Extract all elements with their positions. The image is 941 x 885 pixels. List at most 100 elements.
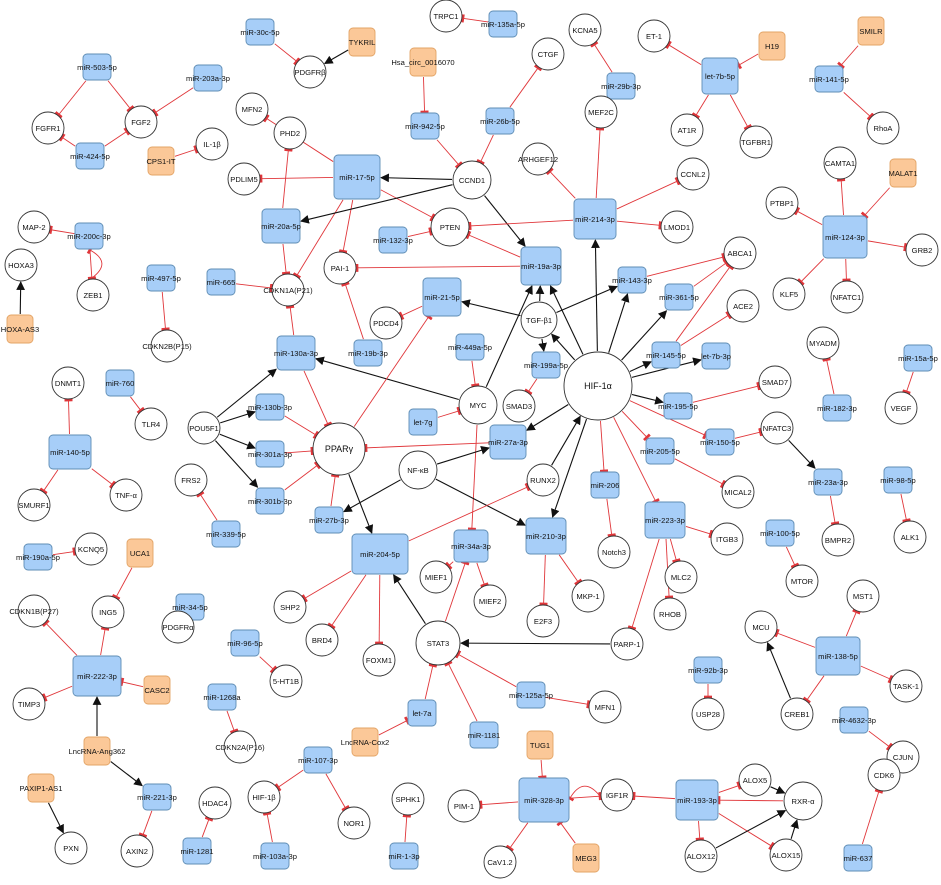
node-mir-17-5p[interactable]: miR-17-5p xyxy=(333,154,381,200)
node-runx2[interactable]: RUNX2 xyxy=(526,463,560,497)
node-arhgef12[interactable]: ARHGEF12 xyxy=(518,142,558,176)
node-hif-1α[interactable]: HIF-1α xyxy=(563,351,633,421)
node-mir-30c-5p[interactable]: miR-30c-5p xyxy=(240,18,280,46)
node-mir-140-5p[interactable]: miR-140-5p xyxy=(48,434,92,470)
node-meg3[interactable]: MEG3 xyxy=(572,843,600,873)
node-smurf1[interactable]: SMURF1 xyxy=(17,488,51,522)
node-cdkn2a-p16[interactable]: CDKN2A(P16) xyxy=(215,730,265,764)
node-rhob[interactable]: RHOB xyxy=(653,597,687,631)
node-trpc1[interactable]: TRPC1 xyxy=(429,0,463,33)
node-mir-100-5p[interactable]: miR-100-5p xyxy=(760,519,800,547)
node-smilr[interactable]: SMILR xyxy=(857,16,885,46)
node-pim-1[interactable]: PIM-1 xyxy=(447,789,481,823)
node-mir-222-3p[interactable]: miR-222-3p xyxy=(72,655,122,697)
node-mcu[interactable]: MCU xyxy=(744,610,778,644)
node-mir-4632-3p[interactable]: miR-4632-3p xyxy=(832,706,876,734)
node-mir-27b-3p[interactable]: miR-27b-3p xyxy=(309,506,349,534)
node-smad7[interactable]: SMAD7 xyxy=(758,365,792,399)
node-cdkn2b-p15[interactable]: CDKN2B(P15) xyxy=(142,329,192,363)
node-hdac4[interactable]: HDAC4 xyxy=(198,786,232,820)
node-parp-1[interactable]: PARP-1 xyxy=(610,627,644,661)
node-cdk6[interactable]: CDK6 xyxy=(867,758,901,792)
node-alox15[interactable]: ALOX15 xyxy=(769,838,803,872)
node-hoxa-as3[interactable]: HOXA-AS3 xyxy=(1,314,39,344)
node-mir-23a-3p[interactable]: miR-23a-3p xyxy=(808,468,848,496)
node-kcnq5[interactable]: KCNQ5 xyxy=(74,532,108,566)
node-mir-760[interactable]: miR-760 xyxy=(105,369,135,397)
node-cav1-2[interactable]: CaV1.2 xyxy=(483,845,517,879)
node-myadm[interactable]: MYADM xyxy=(806,326,840,360)
node-lmod1[interactable]: LMOD1 xyxy=(660,210,694,244)
node-task-1[interactable]: TASK-1 xyxy=(889,669,923,703)
node-cdkn1a-p21[interactable]: CDKN1A(P21) xyxy=(263,273,313,307)
node-pai-1[interactable]: PAI-1 xyxy=(323,251,357,285)
node-cps1-it[interactable]: CPS1-IT xyxy=(146,146,176,176)
node-mir-665[interactable]: miR-665 xyxy=(206,268,236,296)
node-let-7b-3p[interactable]: let-7b-3p xyxy=(701,342,731,370)
node-e2f3[interactable]: E2F3 xyxy=(526,604,560,638)
node-klf5[interactable]: KLF5 xyxy=(772,277,806,311)
node-mir-204-5p[interactable]: miR-204-5p xyxy=(351,533,409,575)
node-tgfbr1[interactable]: TGFBR1 xyxy=(739,125,773,159)
node-ctgf[interactable]: CTGF xyxy=(531,37,565,71)
node-mir-497-5p[interactable]: miR-497-5p xyxy=(141,264,181,292)
node-mlc2[interactable]: MLC2 xyxy=(664,560,698,594)
node-mir-223-3p[interactable]: miR-223-3p xyxy=(644,501,686,539)
node-stat3[interactable]: STAT3 xyxy=(415,620,461,666)
node-ccnl2[interactable]: CCNL2 xyxy=(676,157,710,191)
node-creb1[interactable]: CREB1 xyxy=(780,697,814,731)
node-let-7b-5p[interactable]: let-7b-5p xyxy=(701,57,739,95)
node-vegf[interactable]: VEGF xyxy=(884,391,918,425)
node-foxm1[interactable]: FOXM1 xyxy=(362,643,396,677)
node-5-ht1b[interactable]: 5-HT1B xyxy=(269,664,303,698)
node-mief1[interactable]: MIEF1 xyxy=(419,560,453,594)
node-mir-145-5p[interactable]: miR-145-5p xyxy=(646,341,686,369)
node-mir-92b-3p[interactable]: miR-92b-3p xyxy=(688,656,728,684)
node-mir-29b-3p[interactable]: miR-29b-3p xyxy=(601,72,641,100)
node-frs2[interactable]: FRS2 xyxy=(174,463,208,497)
node-rhoa[interactable]: RhoA xyxy=(866,111,900,145)
node-let-7a[interactable]: let-7a xyxy=(407,699,437,727)
node-mfn1[interactable]: MFN1 xyxy=(588,690,622,724)
node-fgfr1[interactable]: FGFR1 xyxy=(31,111,65,145)
node-mef2c[interactable]: MEF2C xyxy=(584,95,618,129)
node-at1r[interactable]: AT1R xyxy=(670,113,704,147)
node-zeb1[interactable]: ZEB1 xyxy=(76,278,110,312)
node-nfatc1[interactable]: NFATC1 xyxy=(830,280,864,314)
node-pdgfrβ[interactable]: PDGFRβ xyxy=(293,55,327,89)
node-fgf2[interactable]: FGF2 xyxy=(124,105,158,139)
node-ccnd1[interactable]: CCND1 xyxy=(452,160,492,200)
node-mir-130b-3p[interactable]: miR-130b-3p xyxy=(248,393,292,421)
node-alox12[interactable]: ALOX12 xyxy=(684,839,718,873)
node-ace2[interactable]: ACE2 xyxy=(726,289,760,323)
node-timp3[interactable]: TIMP3 xyxy=(12,687,46,721)
node-mir-361-5p[interactable]: miR-361-5p xyxy=(659,283,699,311)
node-shp2[interactable]: SHP2 xyxy=(273,590,307,624)
node-rxr-α[interactable]: RXR-α xyxy=(783,781,823,821)
node-kcna5[interactable]: KCNA5 xyxy=(568,13,602,47)
node-ing5[interactable]: ING5 xyxy=(91,595,125,629)
node-mical2[interactable]: MICAL2 xyxy=(721,475,755,509)
node-mir-98-5p[interactable]: miR-98-5p xyxy=(880,466,916,494)
node-camta1[interactable]: CAMTA1 xyxy=(823,146,857,180)
node-mir-124-3p[interactable]: miR-124-3p xyxy=(822,215,868,259)
node-mir-1268a[interactable]: miR-1268a xyxy=(203,683,241,711)
node-pou5f1[interactable]: POU5F1 xyxy=(187,411,221,445)
node-mir-150-5p[interactable]: miR-150-5p xyxy=(700,428,740,456)
node-abca1[interactable]: ABCA1 xyxy=(723,236,757,270)
node-mst1[interactable]: MST1 xyxy=(846,579,880,613)
node-mir-339-5p[interactable]: miR-339-5p xyxy=(206,520,246,548)
node-hsa-circ-0016070[interactable]: Hsa_circ_0016070 xyxy=(391,47,455,77)
node-mir-942-5p[interactable]: miR-942-5p xyxy=(405,112,445,140)
node-mir-206[interactable]: miR-206 xyxy=(590,471,620,499)
node-mief2[interactable]: MIEF2 xyxy=(473,584,507,618)
node-mir-210-3p[interactable]: miR-210-3p xyxy=(525,517,567,555)
node-mir-301a-3p[interactable]: miR-301a-3p xyxy=(248,440,292,468)
node-axin2[interactable]: AXIN2 xyxy=(120,834,154,868)
node-mir-138-5p[interactable]: miR-138-5p xyxy=(815,636,861,676)
node-mir-205-5p[interactable]: miR-205-5p xyxy=(640,437,680,465)
node-pxn[interactable]: PXN xyxy=(54,831,88,865)
node-hoxa3[interactable]: HOXA3 xyxy=(4,248,38,282)
node-ptbp1[interactable]: PTBP1 xyxy=(765,186,799,220)
node-mir-200c-3p[interactable]: miR-200c-3p xyxy=(67,222,111,250)
